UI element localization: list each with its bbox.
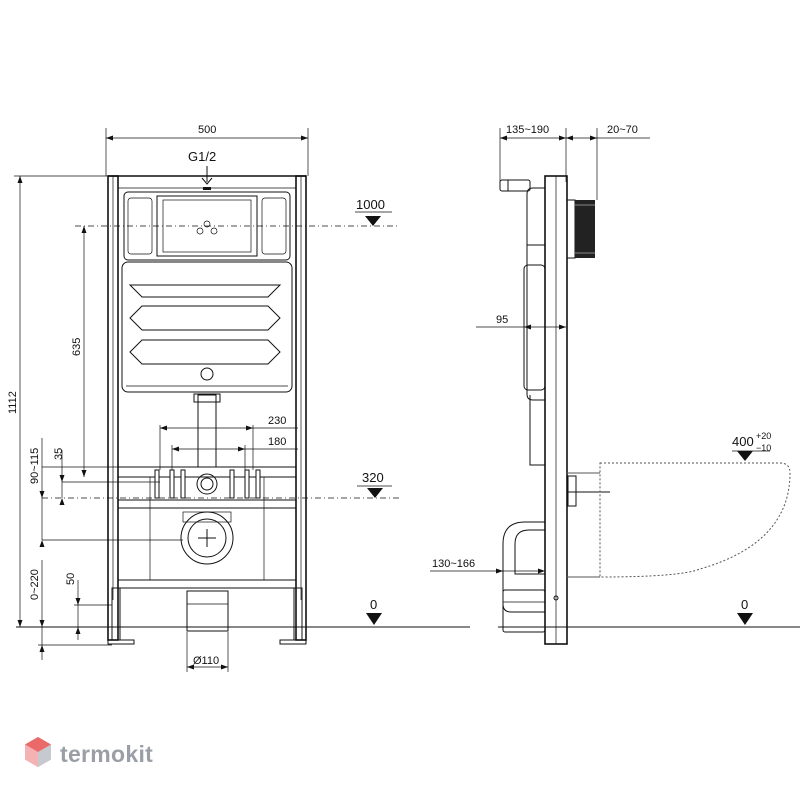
- dim-mount-spacing-outer: 230: [268, 415, 286, 427]
- termokit-logo-icon: [25, 737, 51, 767]
- dim-side-elbow-offset: 130~166: [432, 558, 475, 570]
- dim-leg-base: 50: [65, 573, 77, 585]
- dim-frame-width: 500: [198, 124, 216, 136]
- dim-leg-adjust: 0~220: [29, 569, 41, 600]
- side-view: 135~190 20~70 95: [430, 124, 800, 645]
- dim-mount-offset: 35: [53, 448, 65, 460]
- dim-drain-diameter: Ø110: [193, 655, 219, 667]
- dim-side-tank-depth: 95: [496, 314, 508, 326]
- dim-button-height: 635: [71, 338, 83, 356]
- dim-mount-range: 90~115: [29, 448, 41, 484]
- dim-side-depth-panel: 20~70: [607, 124, 638, 136]
- watermark-brand: termokit: [60, 741, 153, 767]
- level-bowl-tol-minus: −10: [756, 443, 771, 453]
- level-bolt-320: 320: [362, 470, 384, 485]
- level-floor-0: 0: [370, 597, 377, 612]
- dim-total-height: 1112: [7, 391, 19, 414]
- level-bowl-height: 400: [732, 434, 754, 449]
- level-side-floor-0: 0: [741, 597, 748, 612]
- dim-inlet-thread: G1/2: [188, 149, 216, 164]
- level-flush-1000: 1000: [356, 197, 385, 212]
- mounting-studs: [154, 469, 261, 499]
- termokit-watermark: termokit: [25, 737, 153, 767]
- dim-mount-spacing-inner: 180: [268, 436, 286, 448]
- front-view: 500 G1/2: [7, 124, 470, 672]
- level-bowl-tol-plus: +20: [756, 431, 771, 441]
- dim-side-depth-frame: 135~190: [506, 124, 549, 136]
